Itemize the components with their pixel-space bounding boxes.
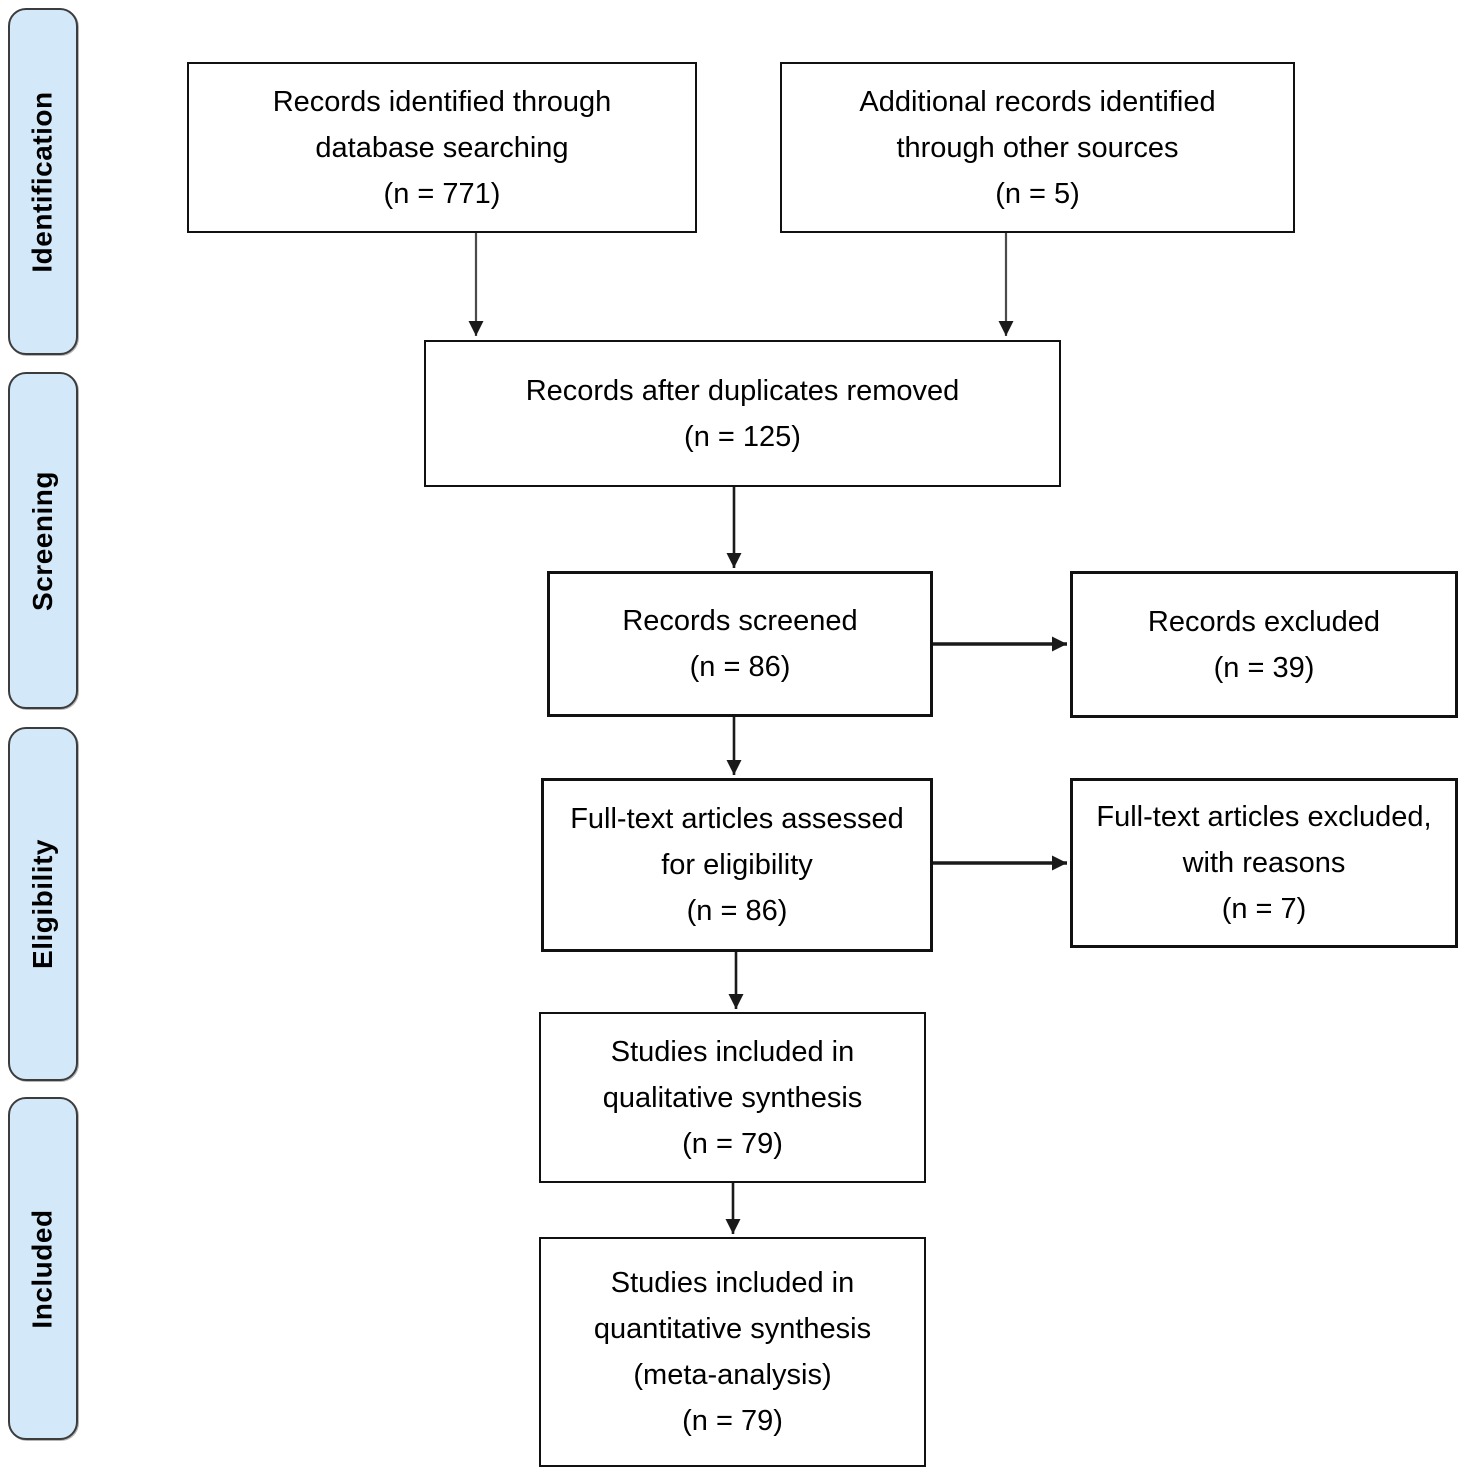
box-line: Additional records identified [859, 85, 1216, 118]
stage-eligibility-label: Eligibility [27, 839, 58, 969]
box-line: (n = 7) [1221, 893, 1307, 925]
box-additional-records: Additional records identified through ot… [780, 62, 1295, 233]
box-line: qualitative synthesis [602, 1081, 863, 1114]
box-records-after-duplicates: Records after duplicates removed (n = 12… [424, 340, 1061, 487]
box-line: (n = 125) [684, 420, 801, 453]
box-records-excluded: Records excluded (n = 39) [1070, 571, 1458, 718]
box-line: Studies included in [610, 1267, 855, 1299]
box-fulltext-assessed: Full-text articles assessed for eligibil… [541, 778, 933, 952]
stage-included-label: Included [27, 1208, 58, 1329]
box-line: Records after duplicates removed [525, 374, 960, 407]
box-line: with reasons [1182, 847, 1346, 879]
box-line: (n = 5) [995, 177, 1080, 210]
box-line: (n = 39) [1213, 651, 1315, 684]
stage-eligibility: Eligibility [8, 727, 78, 1081]
stage-screening: Screening [8, 372, 78, 709]
box-line: Full-text articles excluded, [1096, 801, 1432, 833]
box-line: database searching [315, 131, 569, 164]
box-line: through other sources [896, 131, 1179, 164]
stage-included: Included [8, 1097, 78, 1440]
box-line: (n = 79) [682, 1127, 783, 1160]
box-qualitative-synthesis: Studies included in qualitative synthesi… [539, 1012, 926, 1183]
stage-identification-label: Identification [27, 90, 59, 273]
box-fulltext-excluded: Full-text articles excluded, with reason… [1070, 778, 1458, 948]
box-line: (n = 86) [686, 895, 788, 927]
box-records-screened: Records screened (n = 86) [547, 571, 933, 717]
stage-screening-label: Screening [27, 470, 59, 611]
box-line: for eligibility [661, 849, 813, 881]
box-line: Records excluded [1147, 605, 1381, 638]
box-line: (meta-analysis) [633, 1359, 832, 1391]
box-line: (n = 86) [689, 651, 791, 683]
box-line: Records identified through [272, 85, 612, 118]
box-quantitative-synthesis: Studies included in quantitative synthes… [539, 1237, 926, 1467]
box-line: quantitative synthesis [593, 1313, 872, 1345]
box-records-identified-database: Records identified through database sear… [187, 62, 697, 233]
box-line: Records screened [622, 605, 858, 637]
box-line: Studies included in [610, 1035, 855, 1068]
box-line: (n = 79) [682, 1405, 783, 1437]
box-line: (n = 771) [383, 177, 501, 210]
stage-identification: Identification [8, 8, 78, 355]
box-line: Full-text articles assessed [570, 803, 904, 835]
